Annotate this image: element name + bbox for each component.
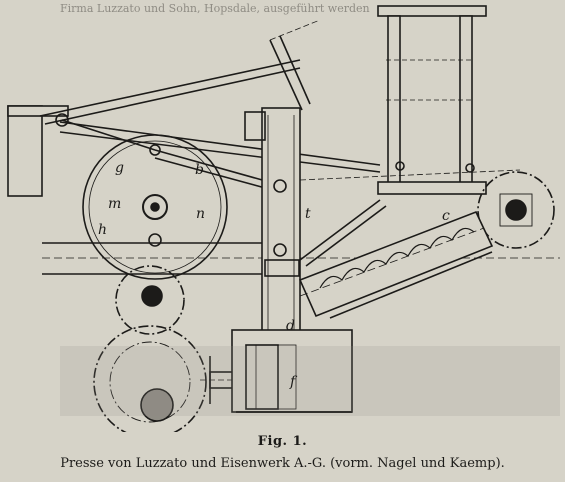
figure-caption: Presse von Luzzato und Eisenwerk A.-G. (… [60,456,505,471]
upper-cylinder [377,5,487,17]
label-t: t [305,206,311,222]
label-h: h [98,222,107,238]
label-c: c [442,208,450,224]
label-n: n [196,206,205,222]
bleed-through-text: Firma Luzzato und Sohn, Hopsdale, ausgef… [60,2,370,15]
hopper-box [7,105,43,197]
screw-conveyor [298,210,494,318]
flywheel [82,134,228,280]
label-b: b [195,162,204,178]
label-m: m [108,196,121,212]
label-d: d [286,318,295,334]
right-wheel [477,171,555,249]
label-g: g [115,160,124,176]
label-f: f [289,374,298,390]
press-illustration: g b m n h t d f c [7,5,560,432]
figure-number: Fig. 1. [257,434,308,449]
lower-gear [93,325,207,432]
base-block [231,329,353,413]
